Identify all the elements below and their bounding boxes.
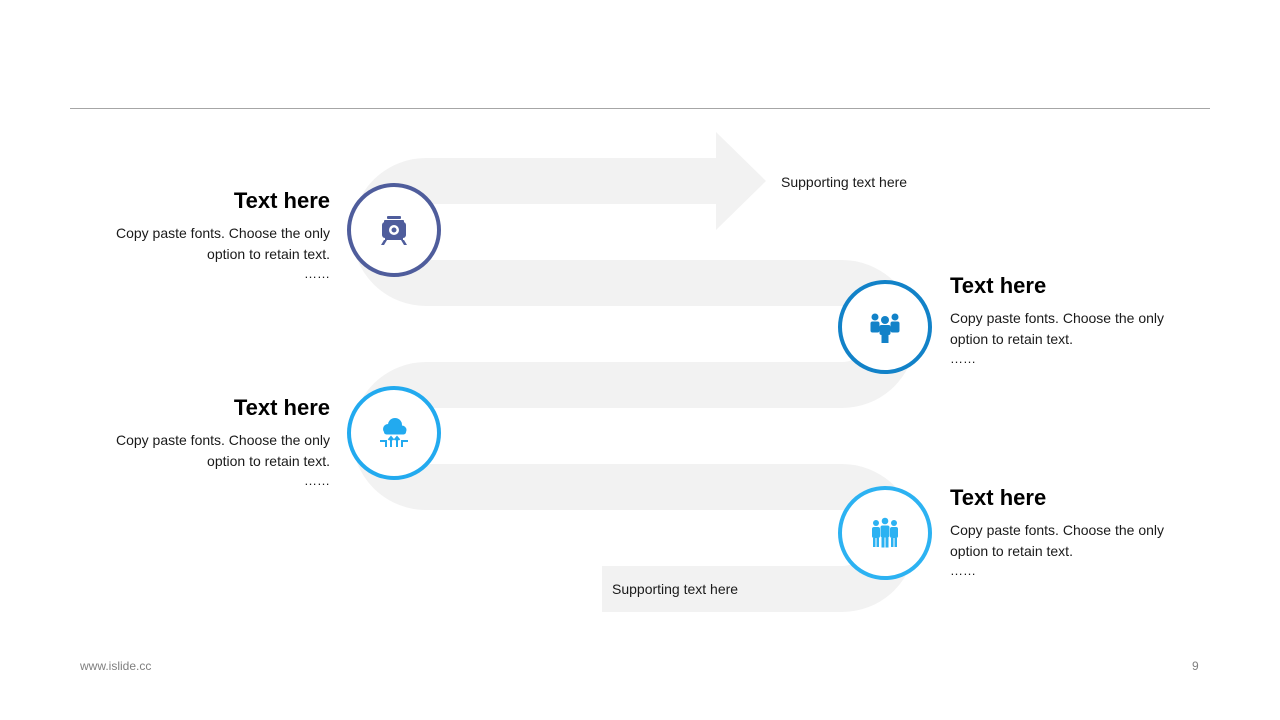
step-3-ellipsis: …… [304, 473, 330, 488]
step-2-ellipsis: …… [950, 351, 976, 366]
step-3-text: Text here Copy paste fonts. Choose the o… [90, 394, 330, 490]
step-4-body: Copy paste fonts. Choose the only option… [950, 522, 1165, 559]
supporting-text-top: Supporting text here [781, 174, 908, 190]
train-icon [381, 216, 407, 245]
step-1-circle [347, 183, 441, 277]
step-3-circle [347, 386, 441, 480]
supporting-text-bottom: Supporting text here [612, 581, 739, 597]
step-2-body: Copy paste fonts. Choose the only option… [950, 310, 1165, 347]
top-divider [70, 108, 1210, 109]
flow-arrowhead [716, 132, 766, 230]
cloud-upload-icon [380, 418, 408, 447]
step-4-ellipsis: …… [950, 563, 976, 578]
step-4-circle [838, 486, 932, 580]
flow-band [352, 158, 916, 612]
step-3-title: Text here [233, 395, 330, 420]
footer-website: www.islide.cc [80, 659, 152, 673]
step-4-title: Text here [950, 485, 1047, 510]
group-people-icon [872, 517, 898, 548]
step-2-circle [838, 280, 932, 374]
step-1-ellipsis: …… [304, 266, 330, 281]
step-3-body: Copy paste fonts. Choose the only option… [115, 432, 330, 469]
step-2-text: Text here Copy paste fonts. Choose the o… [950, 272, 1190, 368]
step-2-title: Text here [950, 273, 1047, 298]
step-1-text: Text here Copy paste fonts. Choose the o… [90, 187, 330, 283]
step-1-body: Copy paste fonts. Choose the only option… [115, 225, 330, 262]
team-icon [870, 313, 900, 343]
page-number: 9 [1192, 659, 1199, 673]
step-1-title: Text here [233, 188, 330, 213]
step-4-text: Text here Copy paste fonts. Choose the o… [950, 484, 1190, 580]
